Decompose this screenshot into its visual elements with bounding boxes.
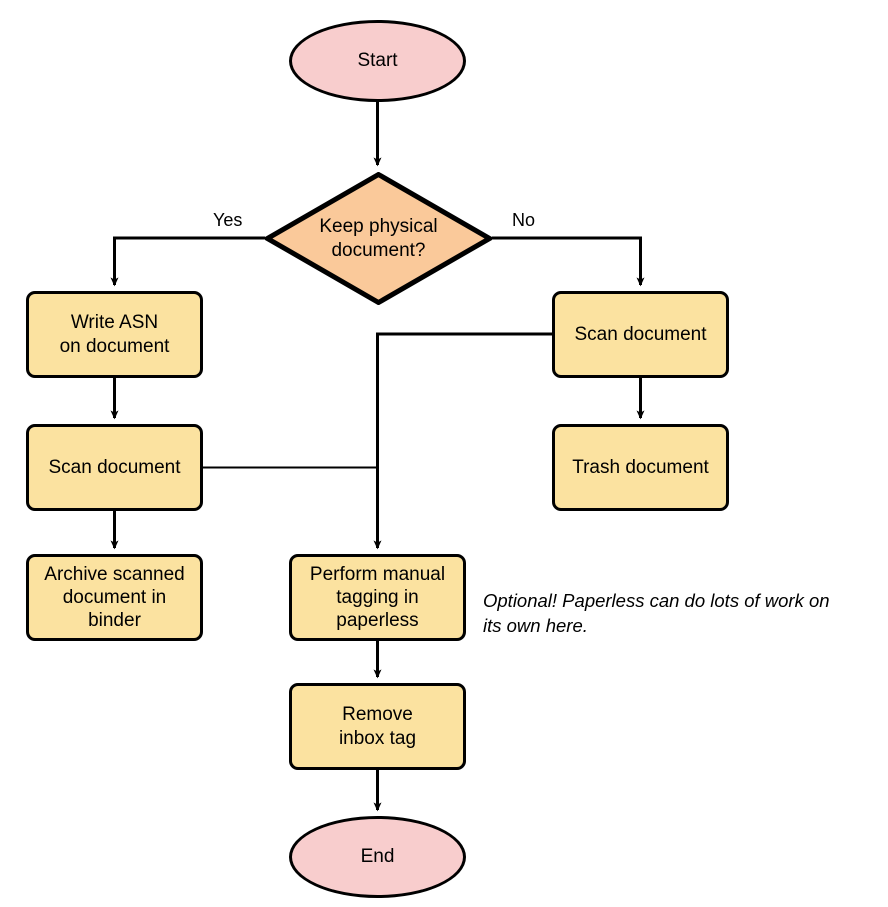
edge-decision-yes-to-write-asn: [110, 236, 265, 287]
node-write-asn[interactable]: Write ASN on document: [26, 291, 203, 378]
node-scan-document-left[interactable]: Scan document: [26, 424, 203, 511]
edge-label-yes: Yes: [210, 210, 246, 231]
diamond-shape: [265, 172, 492, 305]
node-keep-physical-document-label: Keep physical document?: [319, 216, 438, 261]
node-trash-document-label: Trash document: [572, 456, 709, 478]
node-remove-inbox-tag-label: Remove inbox tag: [338, 704, 417, 749]
edge-label-no: No: [509, 210, 539, 231]
node-keep-physical-document[interactable]: Keep physical document?: [265, 172, 492, 305]
annotation-optional-note: Optional! Paperless can do lots of work …: [483, 589, 883, 638]
edge-scan-right-to-manual-tagging: [373, 332, 552, 550]
node-archive-binder-label: Archive scanned document in binder: [44, 563, 185, 632]
node-remove-inbox-tag[interactable]: Remove inbox tag: [289, 683, 466, 770]
node-end-label: End: [360, 846, 395, 868]
node-scan-document-left-label: Scan document: [48, 456, 181, 478]
node-end[interactable]: End: [289, 816, 466, 898]
node-manual-tagging[interactable]: Perform manual tagging in paperless: [289, 554, 466, 641]
node-start[interactable]: Start: [289, 20, 466, 102]
node-start-label: Start: [357, 50, 398, 72]
node-scan-document-right[interactable]: Scan document: [552, 291, 729, 378]
annotation-optional-note-line1: Optional! Paperless can do lots of work …: [483, 590, 830, 611]
annotation-optional-note-line2: its own here.: [483, 614, 588, 636]
node-scan-document-right-label: Scan document: [574, 323, 707, 345]
node-archive-binder[interactable]: Archive scanned document in binder: [26, 554, 203, 641]
node-manual-tagging-label: Perform manual tagging in paperless: [309, 563, 446, 632]
node-write-asn-label: Write ASN on document: [59, 312, 170, 357]
edge-decision-no-to-scan-right: [492, 236, 645, 287]
node-trash-document[interactable]: Trash document: [552, 424, 729, 511]
